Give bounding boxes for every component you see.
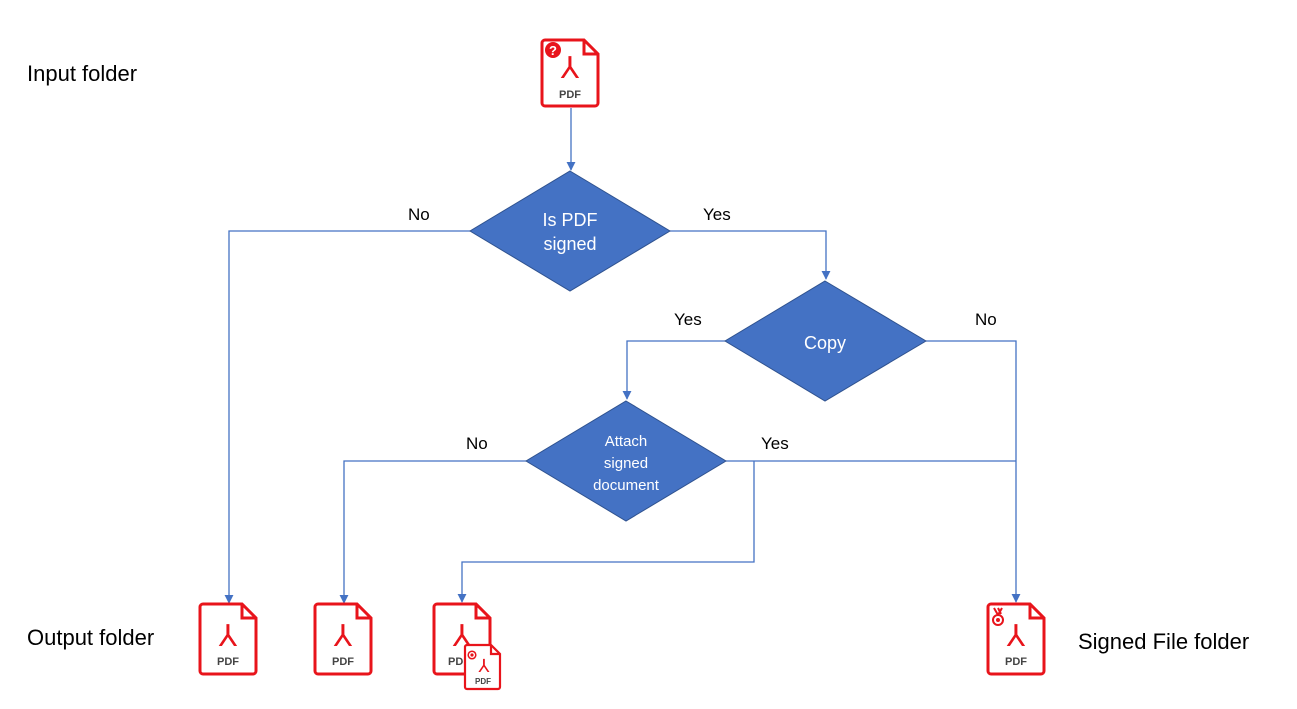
connector-attach-no xyxy=(339,460,526,604)
attached-signed-pdf-icon: ⅄ PDF xyxy=(463,643,502,691)
pdf-output-unsigned-icon: ⅄ PDF xyxy=(198,602,258,676)
decision-is-signed-line1: Is PDF xyxy=(542,210,597,230)
acrobat-logo-icon: ⅄ xyxy=(561,51,580,86)
edge-label-copy-yes: Yes xyxy=(674,310,702,329)
decision-copy-line1: Copy xyxy=(804,333,846,353)
edge-label-attach-yes: Yes xyxy=(761,434,789,453)
pdf-text: PDF xyxy=(475,677,491,686)
decision-attach-signed-document: Attach signed document xyxy=(525,400,727,522)
decision-copy: Copy xyxy=(724,280,927,402)
edge-label-copy-no: No xyxy=(975,310,997,329)
edge-label-is-signed-yes: Yes xyxy=(703,205,731,224)
pdf-input-icon: ⅄ PDF ? xyxy=(540,38,600,108)
connector-is-signed-yes xyxy=(670,230,831,280)
decision-is-pdf-signed: Is PDF signed xyxy=(469,170,671,292)
acrobat-logo-icon: ⅄ xyxy=(1007,619,1026,654)
decision-attach-line1: Attach xyxy=(605,433,648,450)
ribbon-badge-icon xyxy=(467,650,477,660)
output-folder-label: Output folder xyxy=(27,625,154,650)
pdf-text: PDF xyxy=(1005,656,1027,668)
edge-label-attach-no: No xyxy=(466,434,488,453)
edge-label-is-signed-no: No xyxy=(408,205,430,224)
acrobat-logo-icon: ⅄ xyxy=(479,656,491,677)
ribbon-badge-icon xyxy=(992,607,1004,626)
signed-file-folder-label: Signed File folder xyxy=(1078,629,1249,654)
pdf-output-with-attachment-icon: ⅄ PDF ⅄ PDF xyxy=(432,602,502,691)
question-badge-icon: ? xyxy=(545,42,561,58)
decision-is-signed-line2: signed xyxy=(543,234,596,254)
connectors xyxy=(224,108,1021,604)
svg-text:?: ? xyxy=(549,43,557,58)
pdf-signed-icon: ⅄ PDF xyxy=(986,602,1046,676)
connector-attach-yes-output xyxy=(457,461,755,603)
acrobat-logo-icon: ⅄ xyxy=(219,619,238,654)
decision-attach-line2: signed xyxy=(604,455,648,472)
input-folder-label: Input folder xyxy=(27,61,137,86)
pdf-text: PDF xyxy=(559,89,581,101)
connector-is-signed-no xyxy=(224,230,470,604)
pdf-output-not-attached-icon: ⅄ PDF xyxy=(313,602,373,676)
pdf-text: PDF xyxy=(217,656,239,668)
acrobat-logo-icon: ⅄ xyxy=(334,619,353,654)
connector-copy-no xyxy=(926,340,1021,603)
connector-copy-yes xyxy=(622,340,725,400)
decision-attach-line3: document xyxy=(593,477,660,494)
pdf-text: PDF xyxy=(332,656,354,668)
